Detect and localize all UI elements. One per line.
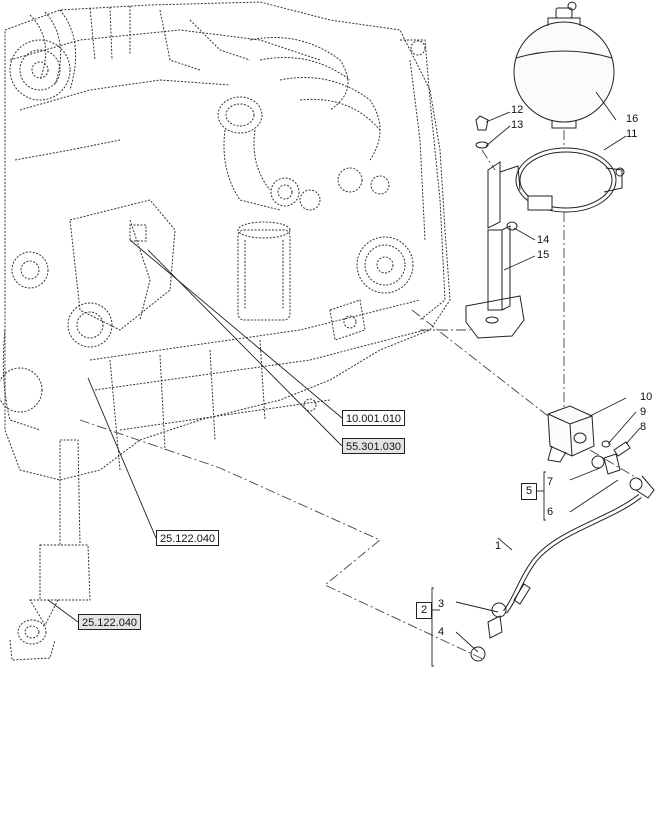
ref-box-25122040-lower[interactable]: 25.122.040 [78, 614, 142, 630]
callout-9: 9 [640, 406, 647, 418]
callout-12: 12 [511, 104, 524, 116]
callout-10: 10 [640, 391, 653, 403]
hose-assembly [470, 453, 655, 662]
callout-13: 13 [511, 119, 524, 131]
clamp-band [515, 147, 625, 213]
callout-15: 15 [537, 249, 550, 261]
callout-7: 7 [547, 476, 554, 488]
callout-3: 3 [438, 598, 445, 610]
kit-box-5: 5 [521, 483, 537, 500]
callout-4: 4 [438, 626, 445, 638]
leader-lines [47, 91, 641, 667]
accumulator-sphere [513, 1, 615, 129]
callout-11: 11 [626, 128, 638, 140]
valve-block [547, 405, 631, 463]
engine-assembly [0, 1, 451, 661]
center-lines [79, 130, 641, 661]
callout-16: 16 [626, 113, 639, 125]
ref-box-55301030[interactable]: 55.301.030 [342, 438, 406, 454]
callout-8: 8 [640, 421, 647, 433]
callout-14: 14 [537, 234, 550, 246]
callout-1: 1 [495, 540, 502, 552]
mounting-bracket [465, 115, 525, 339]
kit-box-2: 2 [416, 602, 432, 619]
callout-6: 6 [547, 506, 554, 518]
ref-box-10001010[interactable]: 10.001.010 [342, 410, 406, 426]
ref-box-25122040-upper[interactable]: 25.122.040 [156, 530, 220, 546]
